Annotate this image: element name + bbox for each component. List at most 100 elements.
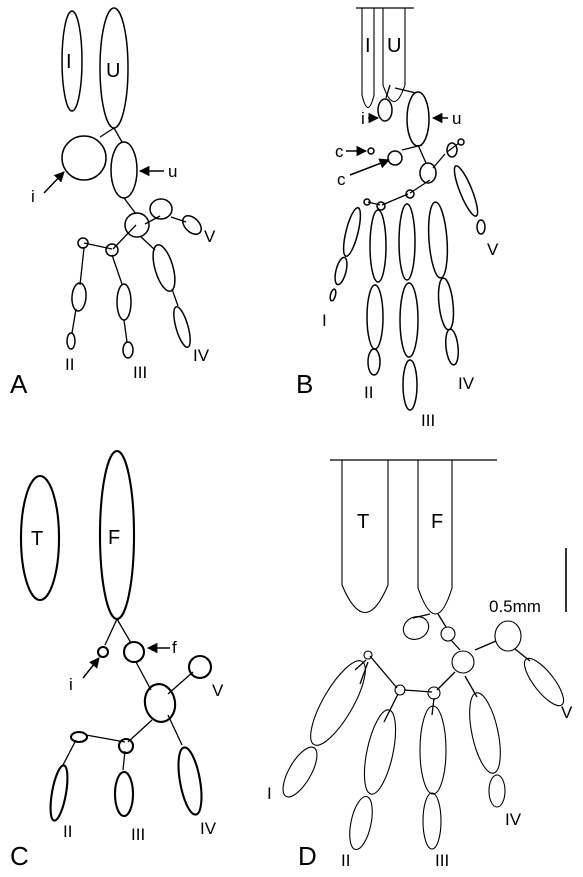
digit-v-phalanx	[477, 220, 485, 234]
bone-i	[62, 136, 106, 180]
bone-i-long	[362, 8, 374, 108]
arrow-c2	[350, 160, 389, 175]
digit-label-ii: II	[364, 383, 373, 402]
label-f: F	[431, 511, 443, 533]
digit-label-iv: IV	[200, 819, 217, 838]
digit-iii-metacarpal	[115, 772, 133, 816]
bone-i	[378, 99, 392, 121]
digit-label-v: V	[561, 703, 573, 722]
label-c2: c	[337, 170, 346, 189]
digit-label-v: V	[487, 240, 499, 259]
label-u-long: U	[387, 35, 401, 57]
digit-iii-metacarpal	[117, 284, 131, 320]
carpal-v	[495, 621, 521, 651]
carpal-tiny	[364, 651, 372, 659]
digit-iv-phalanx	[170, 305, 193, 349]
bone-f-small	[124, 642, 144, 662]
digit-iv-metacarpal	[464, 690, 506, 776]
bone-i-long	[62, 11, 82, 111]
carpal-b	[441, 627, 455, 641]
carpal-small-2	[395, 685, 405, 695]
carpal-central	[452, 651, 474, 673]
label-c1: c	[335, 142, 344, 161]
digit-label-iv: IV	[458, 374, 475, 393]
digit-iii-phalanx-1	[400, 283, 418, 357]
digit-iv-phalanx-2	[444, 328, 460, 365]
digit-label-ii: II	[65, 355, 74, 374]
carpal-small-2	[377, 202, 385, 210]
carpal-small	[428, 687, 440, 699]
label-i: i	[31, 187, 35, 206]
digit-label-iv: IV	[193, 346, 210, 365]
label-u-long: U	[106, 60, 120, 82]
carpal-central	[142, 682, 178, 725]
digit-label-iii: III	[133, 363, 147, 382]
label-t: T	[31, 528, 43, 550]
digit-iv-phalanx	[489, 775, 505, 807]
digit-i-tip	[329, 289, 337, 302]
label-u: u	[168, 162, 177, 181]
bone-u	[407, 92, 429, 146]
panel-letter-d: D	[298, 841, 317, 871]
digit-iii-phalanx	[423, 793, 441, 849]
digit-ii-phalanx-2	[368, 349, 380, 375]
digit-i-metacarpal	[340, 206, 364, 257]
label-u: u	[452, 109, 461, 128]
bone-u	[111, 142, 137, 198]
carpal-v	[150, 199, 172, 219]
arrow-i	[44, 172, 64, 193]
digit-i-phalanx	[276, 742, 323, 801]
carpal-c2	[388, 151, 402, 165]
digit-iv-metacarpal	[426, 201, 449, 278]
bone-f	[418, 460, 452, 614]
carpal-tiny-v	[458, 139, 464, 145]
label-f-small: f	[172, 638, 177, 657]
digit-ii-phalanx-1	[367, 285, 383, 349]
label-i-long: I	[66, 51, 72, 73]
panel-letter-c: C	[10, 841, 29, 871]
bone-t	[342, 460, 388, 613]
digit-iii-phalanx-2	[403, 360, 417, 410]
carpal-a	[400, 613, 433, 644]
digit-label-i: I	[322, 311, 327, 330]
digit-label-i: I	[267, 784, 272, 803]
digit-label-ii: II	[63, 822, 72, 841]
digit-iv-metacarpal	[174, 746, 206, 816]
panel-letter-b: B	[296, 369, 313, 399]
label-t: T	[357, 511, 369, 533]
digit-label-iv: IV	[505, 810, 522, 829]
bone-i	[98, 647, 108, 657]
digit-ii-metacarpal	[370, 210, 386, 282]
carpal-small	[119, 739, 133, 753]
digit-label-v: V	[212, 681, 224, 700]
panel-letter-a: A	[10, 369, 28, 399]
digit-ii-metacarpal	[358, 707, 401, 797]
digit-iv-phalanx-1	[436, 277, 455, 330]
carpal-c1	[368, 148, 374, 154]
digit-v-metacarpal	[450, 164, 481, 219]
digit-iv-metacarpal	[149, 242, 180, 293]
digit-label-iii: III	[435, 851, 449, 870]
digit-ii-phalanx	[346, 795, 377, 852]
scale-bar-label: 0.5mm	[489, 597, 541, 616]
digit-iii-phalanx	[123, 342, 133, 358]
digit-label-ii: II	[341, 851, 350, 870]
label-i: i	[69, 675, 73, 694]
panel-b: I U	[296, 8, 499, 430]
carpal-tiny	[71, 732, 87, 742]
panel-c: T F i f V II III IV C	[10, 451, 224, 871]
carpal-small	[106, 244, 118, 256]
arrow-i	[83, 658, 99, 678]
carpal-central	[420, 163, 436, 183]
digit-ii-metacarpal	[71, 283, 87, 312]
digit-ii-phalanx	[67, 333, 75, 349]
carpal-central	[125, 213, 149, 237]
label-i-long: I	[365, 35, 371, 57]
digit-v-metacarpal	[179, 212, 204, 237]
label-f: F	[108, 527, 120, 549]
digit-label-v: V	[204, 227, 216, 246]
panel-d: T F 0.5mm	[267, 460, 573, 871]
carpal-v	[447, 143, 457, 157]
label-i: i	[361, 109, 365, 128]
